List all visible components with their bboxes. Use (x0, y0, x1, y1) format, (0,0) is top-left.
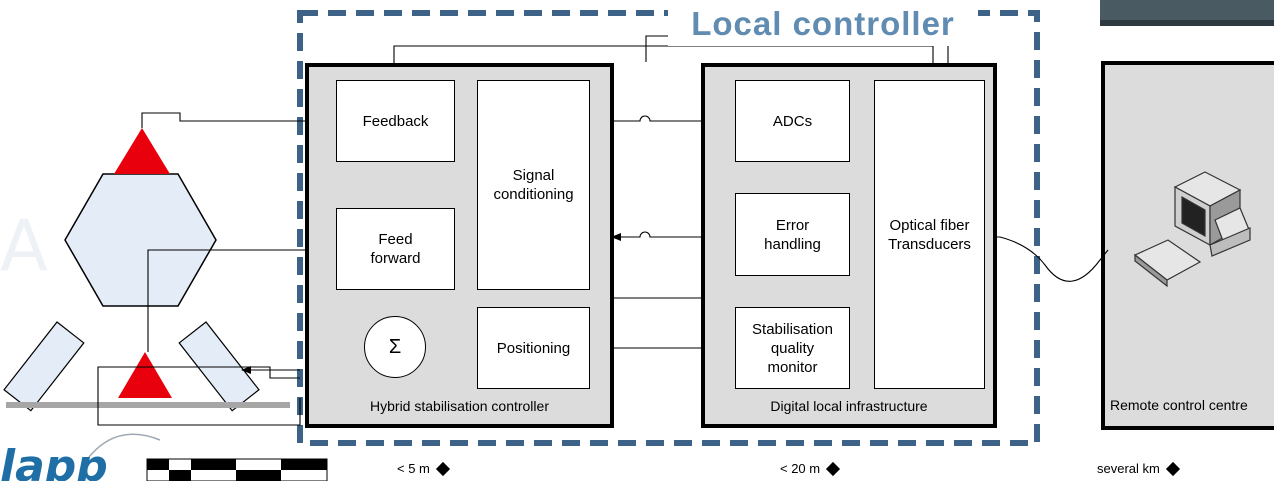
distance-remote: several km (1097, 461, 1180, 476)
feed-forward-block: Feed forward (336, 208, 455, 290)
positioning-block: Positioning (477, 307, 590, 389)
local-controller-title: Local controller (668, 2, 978, 46)
digital-panel-caption: Digital local infrastructure (770, 398, 928, 414)
computer-icon (1133, 171, 1251, 288)
diamond-icon (826, 461, 841, 476)
adcs-block: ADCs (735, 80, 850, 162)
remote-panel-caption: Remote control centre (1110, 397, 1248, 413)
distance-infrastructure: < 20 m (780, 461, 841, 476)
sensor-triangle-top (114, 128, 170, 174)
svg-text:A: A (0, 205, 48, 287)
svg-text:lapp: lapp (0, 441, 108, 481)
diamond-icon (1165, 461, 1180, 476)
sensor-triangle-bottom (118, 352, 172, 398)
optical-fiber-block: Optical fiber Transducers (874, 80, 985, 389)
distance-local-label: < 5 m (397, 461, 430, 476)
left-actuator (3, 321, 85, 412)
institute-logo: lapp (0, 433, 161, 481)
distance-local: < 5 m (397, 461, 450, 476)
error-handling-block: Error handling (735, 193, 850, 276)
distance-infrastructure-label: < 20 m (780, 461, 821, 476)
signal-conditioning-block: Signal conditioning (477, 80, 590, 290)
remote-panel-bg (1101, 61, 1274, 430)
scale-bar (146, 458, 328, 481)
right-actuator (178, 321, 260, 412)
diamond-icon (435, 461, 450, 476)
sum-node: Σ (364, 316, 426, 378)
feedback-block: Feedback (336, 80, 455, 162)
distance-remote-label: several km (1097, 461, 1160, 476)
hybrid-panel-caption: Hybrid stabilisation controller (370, 398, 549, 414)
hexagon-mass (64, 173, 217, 307)
stabilisation-monitor-block: Stabilisation quality monitor (735, 307, 850, 389)
suspension-apparatus (3, 128, 290, 412)
